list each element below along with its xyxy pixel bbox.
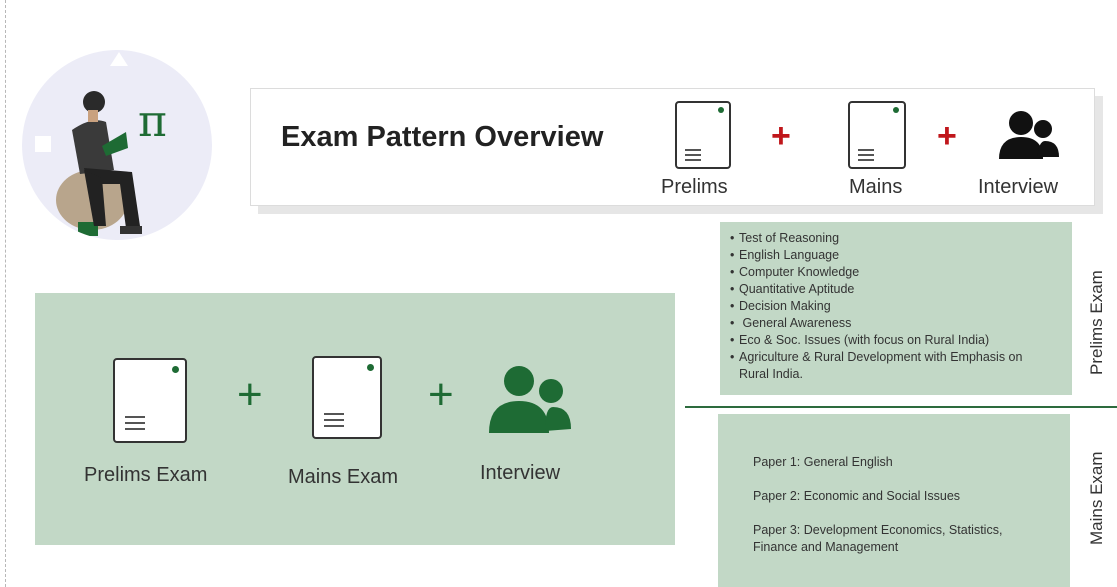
overview-mains-document-icon — [312, 356, 382, 439]
reading-person-illustration — [22, 50, 212, 240]
mains-paper-3: Paper 3: Development Economics, Statisti… — [753, 523, 1003, 554]
square-decoration-icon — [35, 136, 51, 152]
person-reading-icon — [56, 91, 142, 236]
prelims-topic: Eco & Soc. Issues (with focus on Rural I… — [730, 332, 1072, 349]
prelims-topic: Test of Reasoning — [730, 230, 1072, 247]
overview-interview-users-icon — [489, 366, 571, 433]
header-plus-2: + — [937, 117, 957, 155]
prelims-topics-panel: Test of Reasoning English Language Compu… — [720, 222, 1072, 395]
prelims-document-icon — [675, 101, 731, 169]
header-plus-1: + — [771, 117, 791, 155]
interview-users-icon — [999, 111, 1059, 159]
overview-label-interview: Interview — [480, 462, 561, 484]
overview-label-prelims: Prelims Exam — [84, 464, 208, 486]
header-label-interview: Interview — [978, 176, 1059, 198]
pi-symbol: π — [138, 96, 167, 147]
mains-paper-2: Paper 2: Economic and Social Issues — [753, 489, 961, 503]
overview-label-mains: Mains Exam — [288, 466, 399, 488]
prelims-topic-list: Test of Reasoning English Language Compu… — [720, 222, 1072, 383]
prelims-topic: English Language — [730, 247, 1072, 264]
left-dashed-guide — [5, 0, 6, 587]
header-label-prelims: Prelims — [661, 176, 728, 198]
header-label-mains: Mains — [849, 176, 903, 198]
mains-side-label: Mains Exam — [1087, 451, 1106, 545]
section-divider — [685, 406, 1117, 408]
prelims-topic: Decision Making — [730, 298, 1072, 315]
prelims-topic: Quantitative Aptitude — [730, 281, 1072, 298]
page-title: Exam Pattern Overview — [281, 121, 604, 153]
mains-papers-panel: Paper 1: General English Paper 2: Econom… — [718, 414, 1070, 587]
prelims-topic: Computer Knowledge — [730, 264, 1072, 281]
overview-panel: Prelims Exam + Mains Exam + Interview — [35, 293, 675, 545]
prelims-side-label: Prelims Exam — [1087, 270, 1106, 375]
overview-plus-2: + — [428, 370, 454, 419]
mains-document-icon — [848, 101, 906, 169]
triangle-decoration-icon — [110, 52, 128, 66]
prelims-topic: Agriculture & Rural Development with Emp… — [730, 349, 1039, 383]
mains-paper-1: Paper 1: General English — [753, 455, 893, 469]
header-card: Exam Pattern Overview Prelims + Mains + … — [250, 88, 1095, 206]
overview-plus-1: + — [237, 370, 263, 419]
overview-prelims-document-icon — [113, 358, 187, 443]
prelims-topic: General Awareness — [730, 315, 1072, 332]
